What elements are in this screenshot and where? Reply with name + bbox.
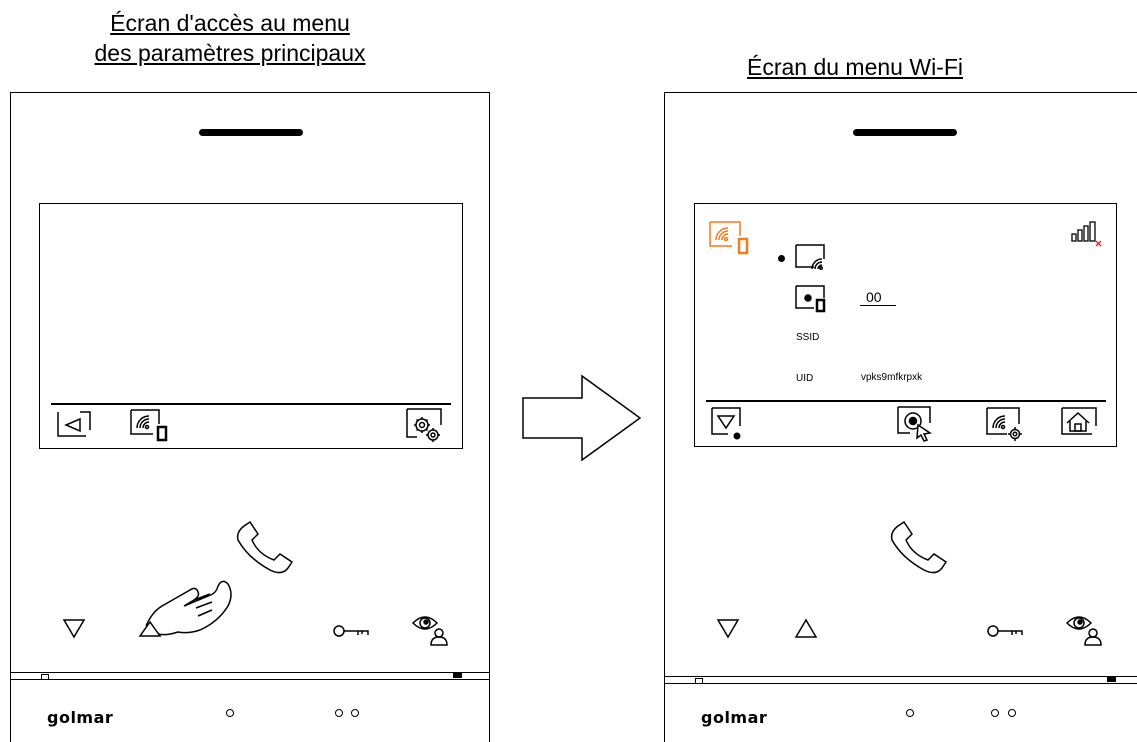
settings-button[interactable] [405,407,447,445]
left-speaker-slot [199,129,303,136]
right-title: Écran du menu Wi-Fi [746,54,963,80]
phone-icon [236,520,294,574]
right-brand-logo: golmar [701,708,768,727]
right-camera-button[interactable] [1065,611,1105,647]
home-icon [1061,407,1097,435]
key-icon [333,625,369,637]
left-bottom-strip [10,672,490,680]
hand-press-illustration [138,580,232,637]
dot-phone-icon [795,285,826,313]
phone-icon [890,520,948,574]
triangle-up-icon [794,618,818,638]
uid-value: vpks9mfkrpxk [861,372,923,383]
right-up-button[interactable] [794,617,818,639]
selected-bullet [778,255,785,262]
left-strip-notch [41,674,49,680]
left-monitor-screen [39,203,463,449]
ssid-label: SSID [796,332,820,343]
scroll-down-button[interactable] [710,406,748,442]
eye-user-icon [1065,616,1102,646]
device-mode-option[interactable] [794,284,830,314]
left-mic-dot-1 [226,709,234,717]
triangle-down-icon [716,619,740,639]
left-door-key-button[interactable] [332,623,372,639]
left-phone-button[interactable] [230,518,300,588]
eye-user-icon [411,616,448,646]
right-strip-notch [695,678,703,684]
wifi-phone-icon [130,409,168,442]
wifi-signal-icon [795,244,825,270]
left-title-line1: Écran d'accès au menu [110,10,350,36]
wifi-settings-button[interactable] [985,406,1027,444]
wifi-gear-icon [986,407,1022,441]
left-camera-button[interactable] [411,611,451,647]
left-mic-dot-2 [335,709,343,717]
left-mic-dot-3 [351,709,359,717]
key-icon [987,625,1023,637]
right-screen-toolbar-divider [706,400,1106,402]
uid-label: UID [796,373,814,384]
triangle-down-icon [711,407,741,435]
right-down-button[interactable] [716,617,740,639]
right-mic-dot-3 [1008,709,1016,717]
home-button[interactable] [1060,406,1102,440]
left-strip-led [453,673,462,678]
wifi-device-button[interactable] [129,408,171,442]
right-door-key-button[interactable] [986,623,1026,639]
left-screen-toolbar-divider [51,403,451,405]
right-mic-dot-2 [991,709,999,717]
back-icon [57,411,91,437]
right-speaker-slot [853,129,957,136]
select-button[interactable] [896,405,938,443]
signal-strength-icon [1071,221,1102,247]
right-strip-led [1107,677,1116,682]
left-title: Écran d'accès au menu des paramètres pri… [30,8,430,68]
wifi-mode-option[interactable] [794,243,834,273]
code-value[interactable]: 00 [860,289,896,306]
triangle-down-icon [62,619,86,639]
right-bottom-strip [664,676,1137,684]
right-mic-dot-1 [906,709,914,717]
wifi-menu-icon [709,221,749,255]
left-down-button[interactable] [62,617,86,639]
finger-pointer-icon [138,580,232,637]
touch-select-icon [897,406,932,442]
right-phone-button[interactable] [884,518,954,588]
left-brand-logo: golmar [47,708,114,727]
gear-icon [406,408,442,442]
back-button[interactable] [56,408,96,440]
left-title-line2: des paramètres principaux [94,40,366,66]
